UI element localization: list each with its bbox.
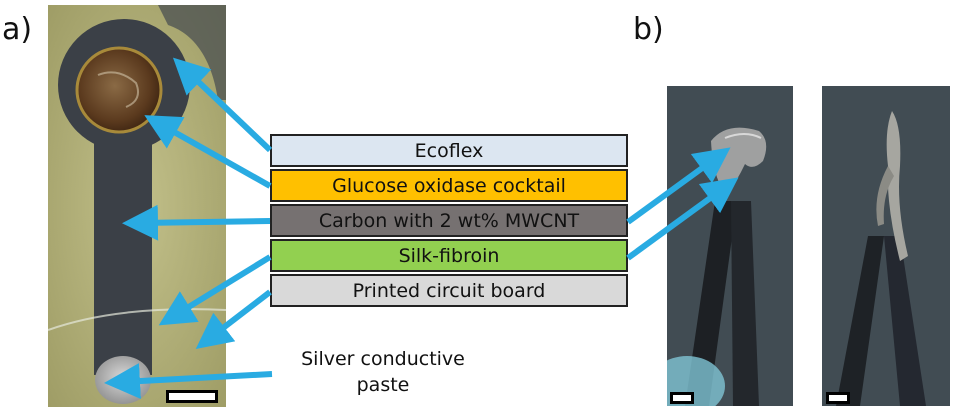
layer-silk-fibroin-label: Silk-fibroin	[398, 244, 500, 267]
arrow-pcb	[195, 289, 272, 349]
silver-paste-label: Silver conductive paste	[268, 346, 498, 398]
layer-glucose-oxidase: Glucose oxidase cocktail	[270, 169, 628, 202]
arrow-glucose-oxidase	[144, 115, 272, 189]
layer-ecoflex-label: Ecoflex	[414, 139, 484, 162]
silver-paste-label-line2: paste	[356, 374, 410, 396]
arrow-carbon	[122, 204, 271, 241]
layer-glucose-oxidase-label: Glucose oxidase cocktail	[332, 174, 566, 197]
layer-carbon-label: Carbon with 2 wt% MWCNT	[318, 209, 580, 232]
arrow-silver-paste	[104, 363, 273, 400]
panel-b-label: b)	[633, 12, 664, 47]
layer-ecoflex: Ecoflex	[270, 134, 628, 167]
scale-bar-b2	[826, 392, 850, 404]
panel-a-label: a)	[2, 12, 33, 47]
layer-silk-fibroin: Silk-fibroin	[270, 239, 628, 272]
layer-pcb-label: Printed circuit board	[352, 279, 546, 302]
tweezers-photo-2	[822, 86, 950, 406]
layer-carbon: Carbon with 2 wt% MWCNT	[270, 204, 628, 237]
arrow-ecoflex	[172, 57, 273, 153]
arrow-panel-b-2	[626, 177, 739, 261]
scale-bar-b1	[670, 392, 694, 404]
arrow-panel-b-1	[626, 147, 731, 225]
scale-bar-a	[166, 390, 218, 403]
arrow-silk-fibroin	[158, 254, 272, 326]
silver-paste-label-line1: Silver conductive	[301, 348, 465, 370]
layer-pcb: Printed circuit board	[270, 274, 628, 307]
